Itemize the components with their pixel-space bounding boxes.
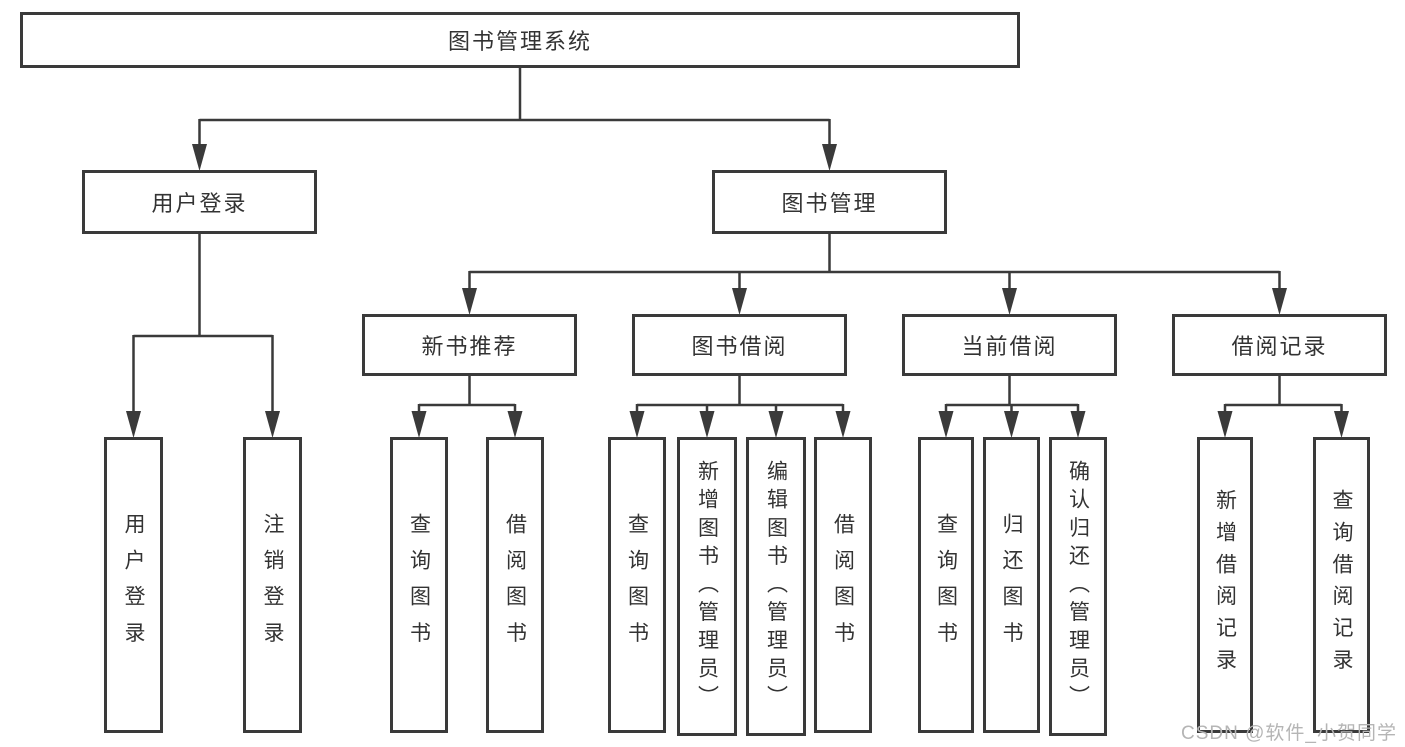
node-label: 借阅图书 — [831, 512, 855, 658]
node-label: 图书管理 — [781, 191, 878, 216]
arrowheads — [126, 144, 1349, 438]
node-label: 图书借阅 — [691, 334, 788, 359]
node-label: 新增借阅记录 — [1213, 489, 1237, 681]
node-label: 查询借阅记录 — [1330, 489, 1353, 681]
node-label: 新增图书（管理员） — [695, 459, 719, 714]
node-label: 新书推荐 — [421, 334, 518, 359]
node-label: 确认归还（管理员） — [1066, 459, 1090, 714]
leaf-confirm-return-admin: 确认归还（管理员） — [1049, 437, 1107, 736]
node-root-library-management-system: 图书管理系统 — [20, 12, 1020, 68]
node-label: 查询图书 — [934, 512, 958, 658]
node-user-login-branch: 用户登录 — [82, 170, 317, 234]
csdn-watermark: CSDN @软件_小贺同学 — [1181, 723, 1397, 744]
leaf-borrow-books-1: 借阅图书 — [486, 437, 544, 733]
node-borrow-records: 借阅记录 — [1172, 314, 1387, 376]
node-label: 查询图书 — [407, 512, 431, 658]
leaf-add-book-admin: 新增图书（管理员） — [677, 437, 737, 736]
node-label: 用户登录 — [151, 191, 248, 216]
node-label: 查询图书 — [625, 512, 649, 658]
node-label: 借阅记录 — [1231, 334, 1328, 359]
node-new-book-recommend: 新书推荐 — [362, 314, 577, 376]
node-label: 注销登录 — [261, 512, 284, 658]
leaf-query-borrow-record: 查询借阅记录 — [1313, 437, 1370, 733]
node-label: 当前借阅 — [961, 334, 1058, 359]
node-book-borrowing: 图书借阅 — [632, 314, 847, 376]
node-label: 借阅图书 — [503, 512, 527, 658]
leaf-borrow-books-2: 借阅图书 — [814, 437, 872, 733]
node-label: 归还图书 — [1000, 512, 1023, 658]
leaf-query-books-1: 查询图书 — [390, 437, 448, 733]
node-label: 图书管理系统 — [447, 29, 592, 54]
leaf-edit-book-admin: 编辑图书（管理员） — [746, 437, 806, 736]
node-label: 用户登录 — [122, 512, 145, 658]
leaf-query-books-3: 查询图书 — [918, 437, 974, 733]
leaf-return-books: 归还图书 — [983, 437, 1040, 733]
leaf-logout: 注销登录 — [243, 437, 302, 733]
leaf-query-books-2: 查询图书 — [608, 437, 666, 733]
leaf-user-login: 用户登录 — [104, 437, 163, 733]
node-label: 编辑图书（管理员） — [764, 459, 788, 714]
node-current-borrowing: 当前借阅 — [902, 314, 1117, 376]
connector-paths — [132, 68, 1343, 417]
node-book-management-branch: 图书管理 — [712, 170, 947, 234]
leaf-add-borrow-record: 新增借阅记录 — [1197, 437, 1253, 733]
